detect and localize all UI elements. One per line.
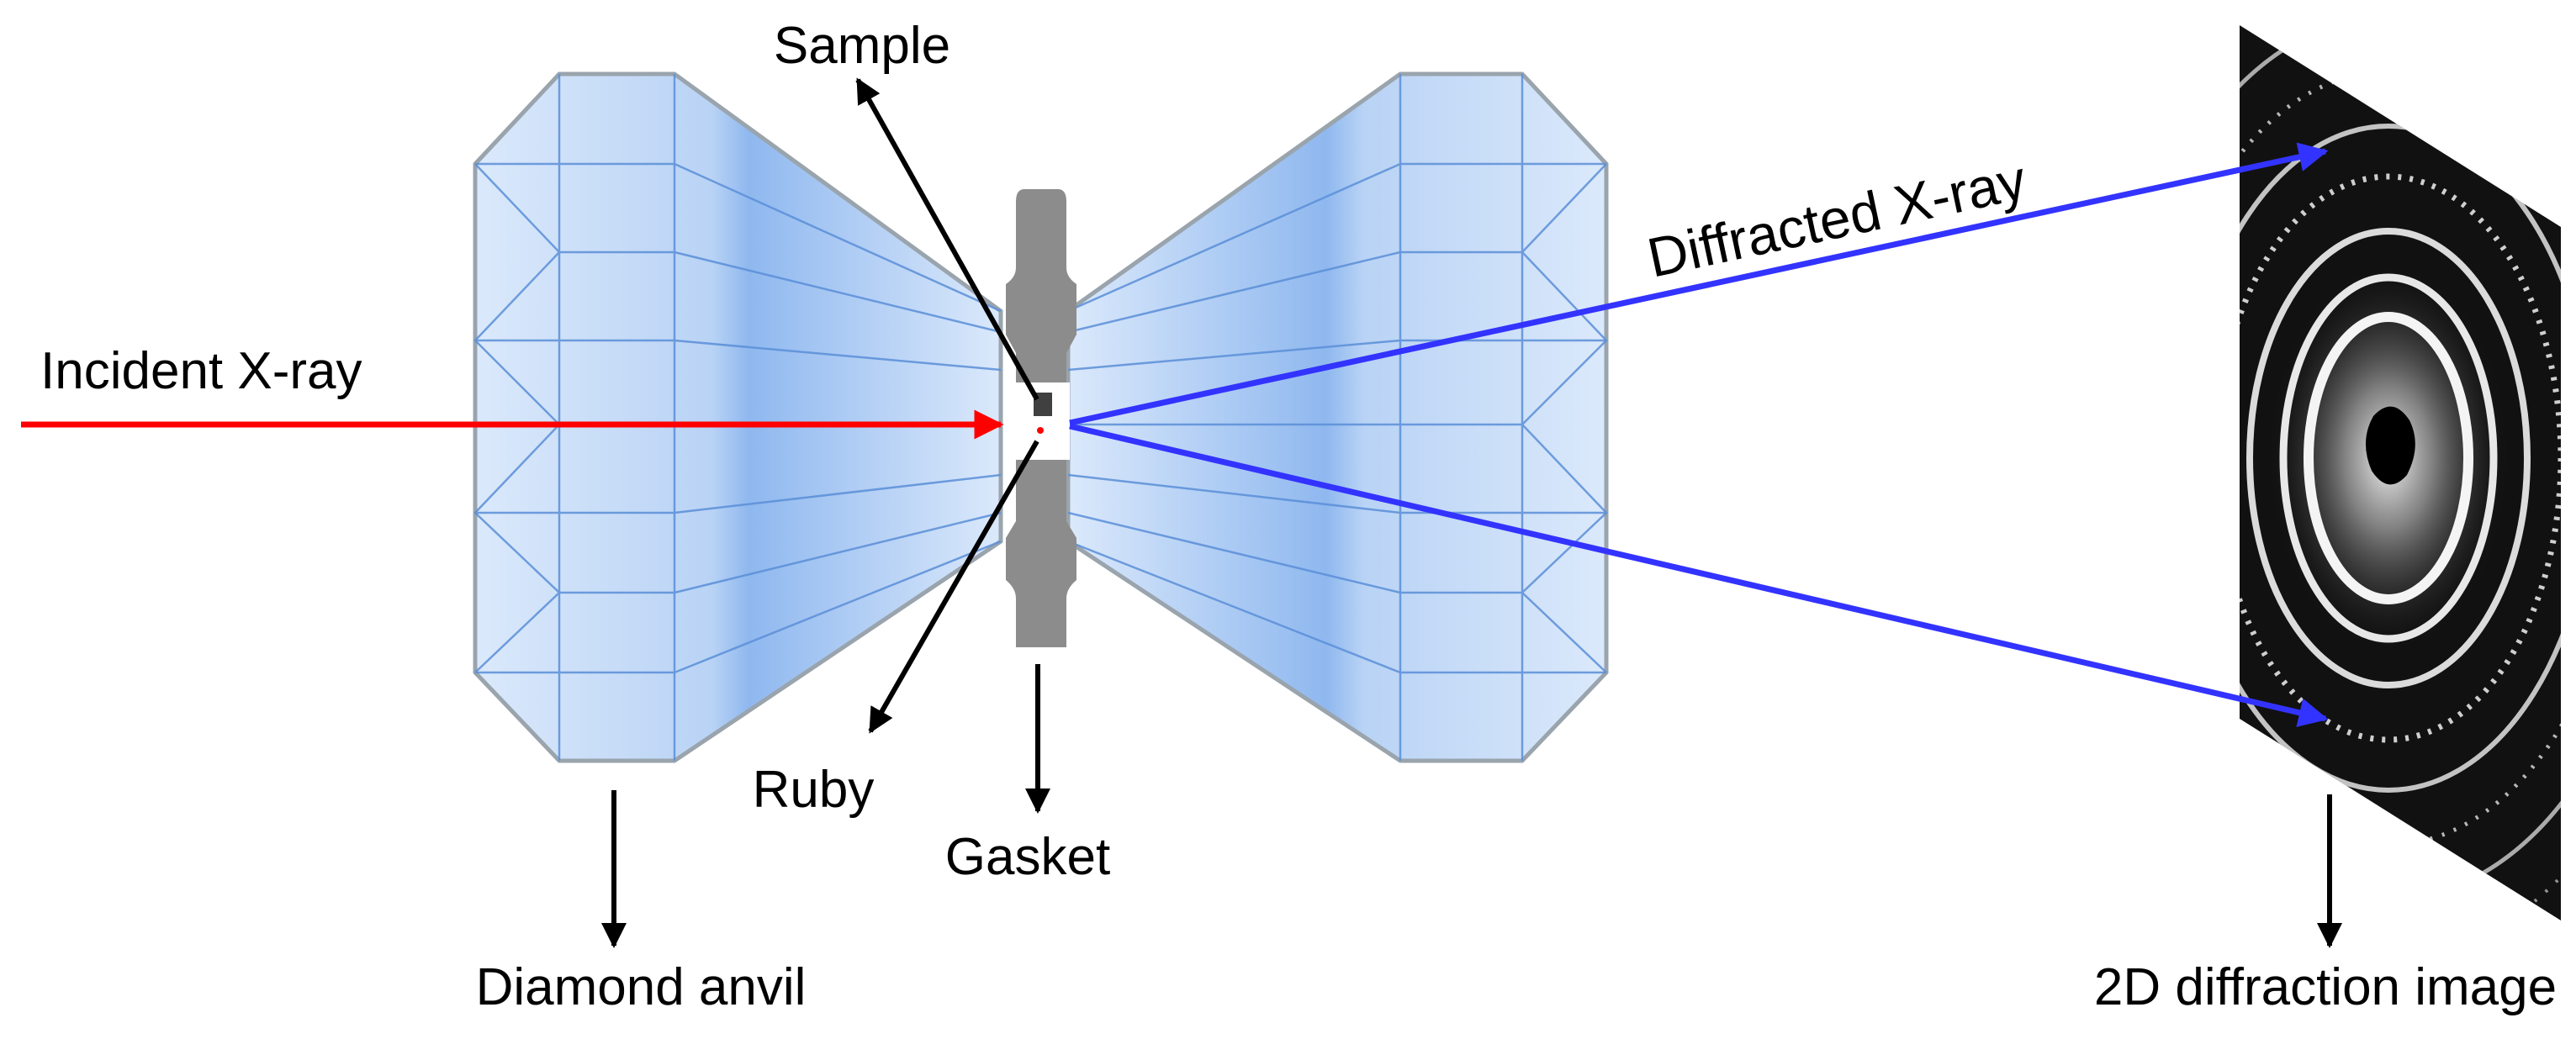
gasket-icon [1006, 189, 1076, 647]
diffraction-image-label: 2D diffraction image [2094, 958, 2557, 1016]
gasket-label: Gasket [945, 828, 1110, 886]
ruby-pointer-arrow [868, 440, 1039, 734]
ruby-label: Ruby [753, 761, 875, 819]
beam-stop-icon [2365, 406, 2415, 485]
diffracted-xray-upper [1069, 142, 2329, 426]
diffracted-xray-label: Diffracted X-ray [1642, 148, 2032, 288]
right-anvil-body [1066, 71, 1609, 763]
incident-xray-label: Incident X-ray [40, 342, 362, 400]
sample-label: Sample [774, 17, 950, 75]
ruby-dot-icon [1037, 427, 1044, 434]
diamond-anvil-label: Diamond anvil [476, 958, 807, 1016]
diffraction-pattern-icon [2240, 25, 2561, 920]
diffracted-xray-lower [1069, 423, 2329, 727]
left-diamond-anvil [473, 71, 1003, 763]
sample-pointer-arrow [855, 77, 1039, 401]
left-anvil-body [473, 71, 1003, 763]
right-diamond-anvil [1066, 71, 1609, 763]
